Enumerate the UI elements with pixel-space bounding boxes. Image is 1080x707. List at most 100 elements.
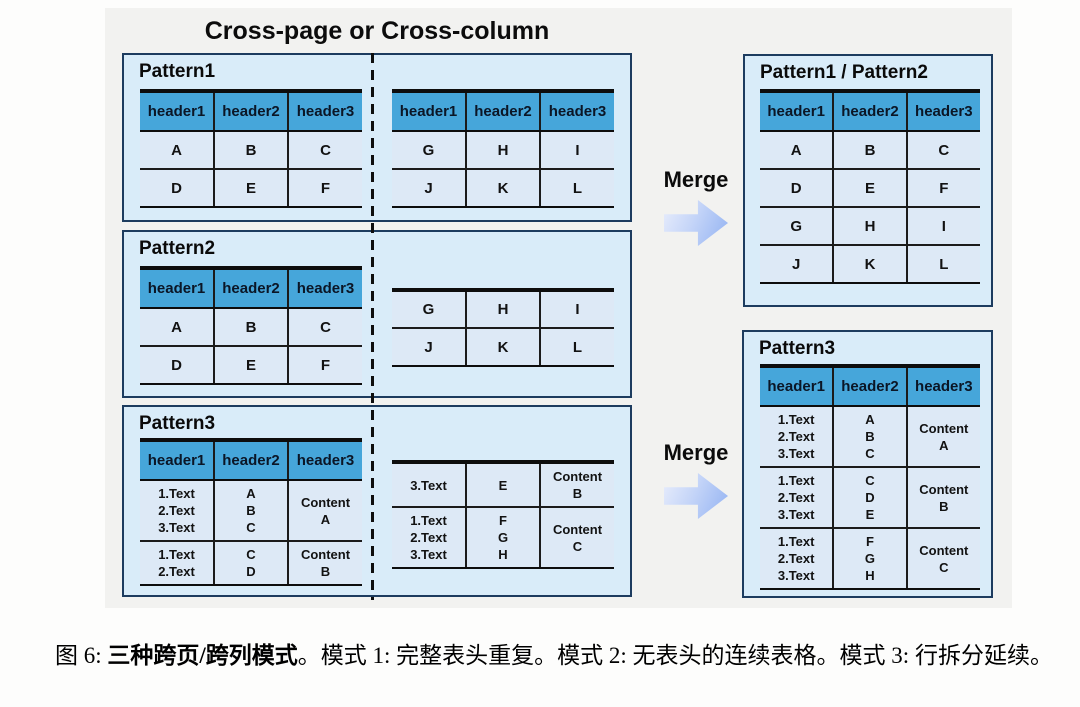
table-cell: K (465, 327, 541, 367)
table-cell: H (465, 288, 541, 329)
table-cell: Content C (539, 506, 614, 569)
table-cell: D (140, 345, 215, 385)
table-cell: Content B (287, 540, 362, 586)
table-header-cell: header1 (760, 89, 835, 132)
table-cell: C (287, 307, 362, 347)
table-cell: A (140, 307, 215, 347)
table-cell: I (539, 288, 614, 329)
table-header-cell: header3 (287, 89, 362, 132)
table-cell: A B C (213, 479, 289, 542)
merge-block-top: Merge (648, 167, 744, 246)
table-cell: F (287, 345, 362, 385)
table-header-cell: header2 (213, 89, 289, 132)
table-cell: 1.Text 2.Text 3.Text (760, 527, 835, 590)
table-header-cell: header2 (832, 89, 908, 132)
table-header-cell: header3 (539, 89, 614, 132)
caption-bold-text: 三种跨页/跨列模式 (107, 643, 298, 668)
table-cell: C (905, 130, 980, 170)
table-cell: F (287, 168, 362, 208)
table-cell: 1.Text 2.Text (140, 540, 215, 586)
table-cell: H (465, 130, 541, 170)
table-cell: L (905, 244, 980, 284)
table-cell: 1.Text 2.Text 3.Text (140, 479, 215, 542)
table-cell: F G H (832, 527, 908, 590)
pattern1-box-title: Pattern1 (139, 61, 216, 82)
table-header-cell: header2 (213, 266, 289, 309)
table-header-cell: header1 (140, 89, 215, 132)
table-cell: B (213, 307, 289, 347)
table-cell: K (465, 168, 541, 208)
table-cell: Content A (287, 479, 362, 542)
table-cell: I (539, 130, 614, 170)
table-cell: 1.Text 2.Text 3.Text (392, 506, 467, 569)
caption-body-text: 。模式 1: 完整表头重复。模式 2: 无表头的连续表格。模式 3: 行拆分延续… (297, 643, 1053, 668)
table-cell: E (213, 168, 289, 208)
table-cell: Content A (905, 405, 980, 468)
table-cell: D (760, 168, 835, 208)
table-header-cell: header3 (905, 364, 980, 407)
table-cell: F G H (465, 506, 541, 569)
table-header-cell: header1 (140, 438, 215, 481)
table-header-cell: header1 (140, 266, 215, 309)
figure-title: Cross-page or Cross-column (204, 17, 550, 45)
table-header-cell: header2 (465, 89, 541, 132)
merge-arrow-top-icon (664, 200, 728, 246)
table-cell: F (905, 168, 980, 208)
table-header-cell: header2 (213, 438, 289, 481)
table-cell: C D (213, 540, 289, 586)
table-cell: G (392, 288, 467, 329)
table-cell: B (832, 130, 908, 170)
table-header-cell: header1 (760, 364, 835, 407)
table-cell: D (140, 168, 215, 208)
table-cell: C D E (832, 466, 908, 529)
table-cell: J (392, 168, 467, 208)
table-header-cell: header1 (392, 89, 467, 132)
table-cell: J (392, 327, 467, 367)
merge-block-bottom: Merge (648, 440, 744, 519)
table-cell: I (905, 206, 980, 246)
table-cell: A B C (832, 405, 908, 468)
merged-pattern12-box-title: Pattern1 / Pattern2 (760, 62, 928, 83)
table-cell: E (213, 345, 289, 385)
table-cell: L (539, 168, 614, 208)
table-header-cell: header2 (832, 364, 908, 407)
table-cell: Content B (539, 460, 614, 508)
merge-label-bottom: Merge (663, 440, 729, 465)
table-cell: E (465, 460, 541, 508)
table-cell: K (832, 244, 908, 284)
table-cell: G (760, 206, 835, 246)
table-cell: Content C (905, 527, 980, 590)
page-split-dashed-line (371, 53, 374, 600)
table-header-cell: header3 (287, 438, 362, 481)
table-cell: E (832, 168, 908, 208)
table-header-cell: header3 (287, 266, 362, 309)
